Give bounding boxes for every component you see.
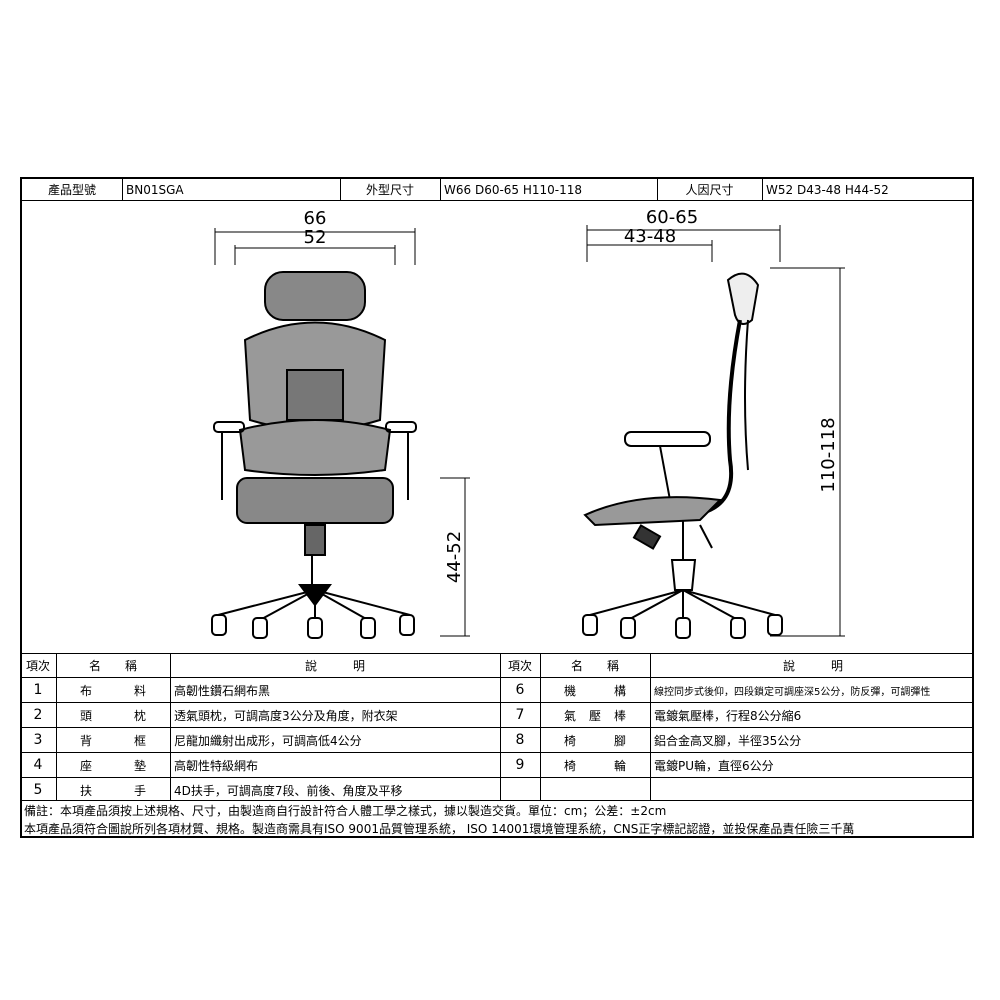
front-width-outer: 66 <box>304 208 327 229</box>
item-no: 1 <box>33 682 43 698</box>
ergo-size-value: W52 D43-48 H44-52 <box>766 182 889 197</box>
item-name-char: 機 <box>564 683 577 698</box>
spec-sheet-frame <box>20 177 974 838</box>
seat-height: 44-52 <box>444 531 465 583</box>
item-name-char: 手 <box>133 783 146 798</box>
item-no: 5 <box>33 782 43 798</box>
item-no: 3 <box>33 732 43 748</box>
item-no: 9 <box>515 757 525 773</box>
item-no: 8 <box>515 732 525 748</box>
model-label: 產品型號 <box>47 183 96 197</box>
header-desc-left: 說 明 <box>304 659 365 673</box>
dimension-lines <box>214 225 845 637</box>
item-name: 機構 <box>540 678 650 702</box>
note-line-2: 本項產品須符合圖說所列各項材質、規格。製造商需具有ISO 9001品質管理系統，… <box>24 822 855 836</box>
item-name-char: 墊 <box>133 758 146 773</box>
outer-size-value: W66 D60-65 H110-118 <box>444 182 583 197</box>
item-description: 高韌性鑽石網布黑 <box>174 683 271 698</box>
header-name-right: 名 稱 <box>570 659 619 673</box>
item-name-char: 枕 <box>133 708 146 723</box>
item-name: 座墊 <box>56 753 170 777</box>
item-name-char: 氣 <box>564 708 577 723</box>
side-depth-seat: 43-48 <box>624 226 676 247</box>
item-name-char: 頭 <box>80 708 93 723</box>
item-name-char: 椅 <box>564 758 577 773</box>
item-name-char: 腳 <box>613 733 626 748</box>
header-desc-right: 說 明 <box>782 659 843 673</box>
item-name-char: 壓 <box>588 708 601 723</box>
item-description: 線控同步式後仰，四段鎖定可調座深5公分，防反彈，可調彈性 <box>654 686 931 698</box>
item-name: 椅輪 <box>540 753 650 777</box>
item-name-char: 輪 <box>613 758 626 773</box>
item-description: 透氣頭枕，可調高度3公分及角度，附衣架 <box>174 708 398 723</box>
ergo-size-label: 人因尺寸 <box>685 183 734 197</box>
side-view-chair <box>582 272 783 639</box>
item-no: 4 <box>33 757 43 773</box>
item-no: 2 <box>33 707 43 723</box>
item-description: 尼龍加纖射出成形，可調高低4公分 <box>174 733 362 748</box>
model-value: BN01SGA <box>126 182 184 197</box>
item-name-char: 棒 <box>613 708 626 723</box>
total-height: 110-118 <box>818 417 839 492</box>
item-no: 6 <box>515 682 525 698</box>
item-name-char: 椅 <box>564 733 577 748</box>
item-name: 背框 <box>56 728 170 752</box>
item-name-char: 構 <box>613 683 626 698</box>
item-name-char: 背 <box>80 733 93 748</box>
item-name: 布料 <box>56 678 170 702</box>
item-no: 7 <box>515 707 525 723</box>
header-no-left: 項次 <box>25 659 50 673</box>
note-line-1: 備註：本項產品須按上述規格、尺寸，由製造商自行設計符合人體工學之樣式，據以製造交… <box>24 804 667 818</box>
item-name: 椅腳 <box>540 728 650 752</box>
item-description: 4D扶手，可調高度7段、前後、角度及平移 <box>174 783 403 798</box>
outer-size-label: 外型尺寸 <box>365 183 414 197</box>
item-name: 氣壓棒 <box>540 703 650 727</box>
chair-drawings: 66 52 44-52 60-65 43-48 110-118 <box>211 207 845 639</box>
front-view-chair <box>211 271 417 639</box>
item-description: 鋁合金高叉腳，半徑35公分 <box>654 733 802 748</box>
item-name: 扶手 <box>56 778 170 802</box>
item-description: 電鍍PU輪，直徑6公分 <box>654 758 774 773</box>
item-name: 頭枕 <box>56 703 170 727</box>
item-name-char: 座 <box>80 758 93 773</box>
front-width-seat: 52 <box>304 227 327 248</box>
item-name-char: 料 <box>133 683 146 698</box>
side-depth-outer: 60-65 <box>646 207 698 228</box>
item-description: 電鍍氣壓棒，行程8公分縮6 <box>654 708 802 723</box>
item-description: 高韌性特級網布 <box>174 758 259 773</box>
header-name-left: 名 稱 <box>88 659 137 673</box>
item-name-char: 布 <box>80 683 93 698</box>
header-no-right: 項次 <box>507 659 532 673</box>
item-name-char: 框 <box>133 733 146 748</box>
item-name-char: 扶 <box>80 783 93 798</box>
